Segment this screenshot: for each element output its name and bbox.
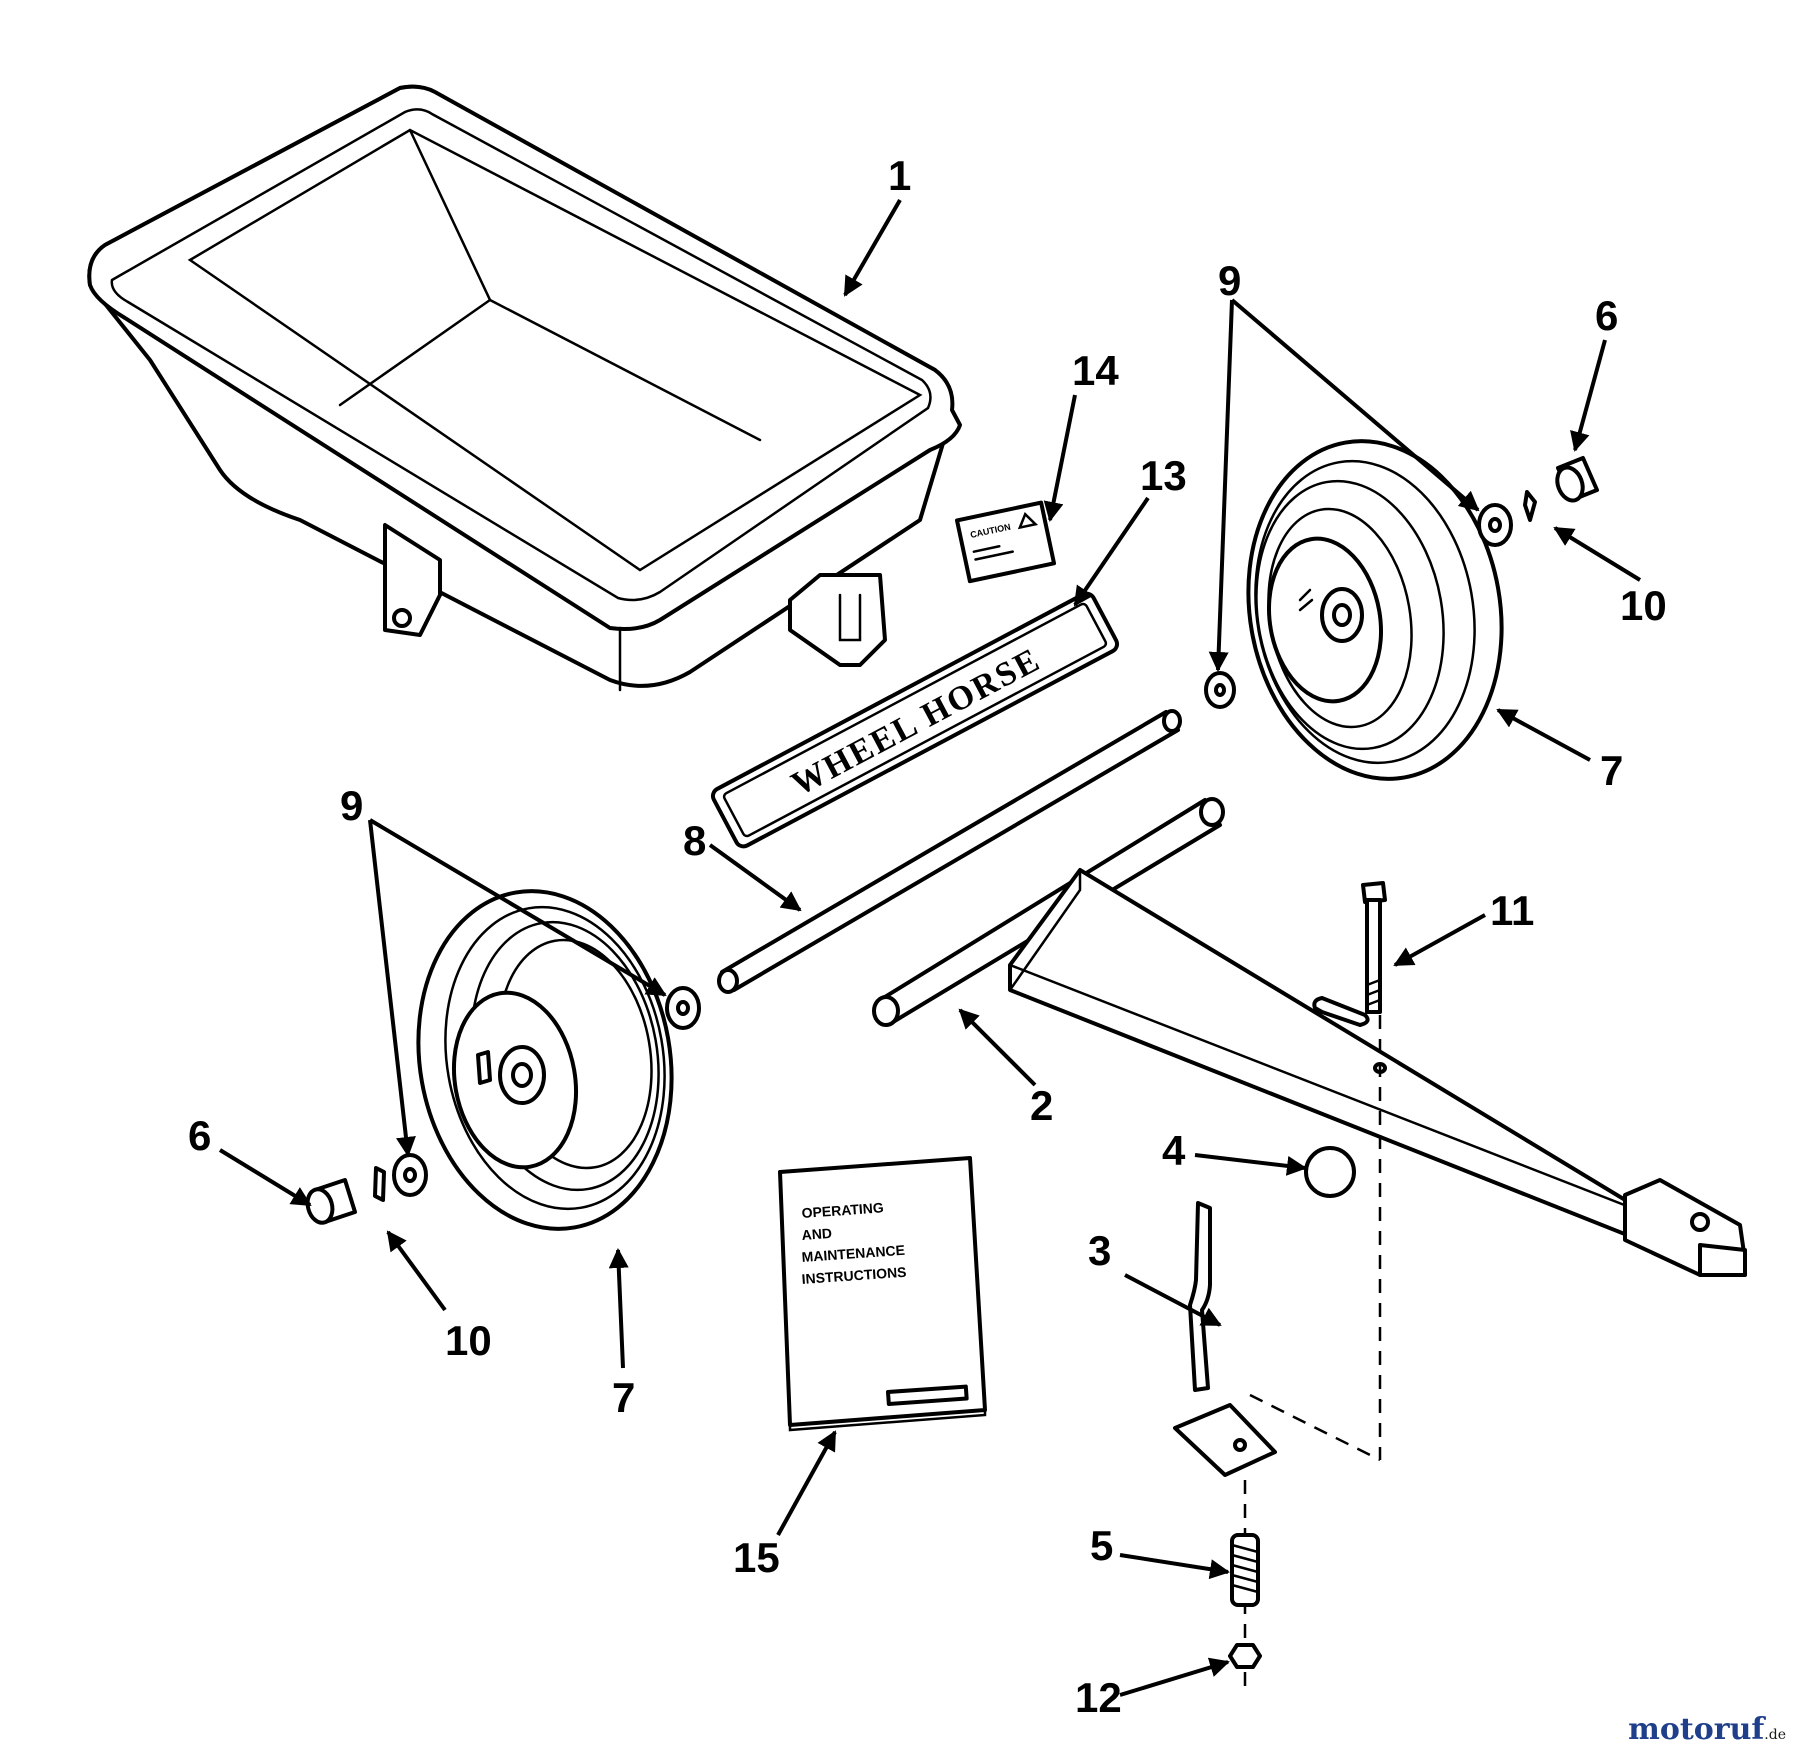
nut-part-12 xyxy=(1228,1643,1262,1669)
wheel-left-part-7 xyxy=(416,889,674,1231)
cotter-pin-left-part-10 xyxy=(373,1166,386,1202)
callout-4: 4 xyxy=(1162,1127,1186,1174)
bolt-part-11 xyxy=(1361,881,1387,1014)
cotter-pin-right-part-10 xyxy=(1523,490,1537,522)
manual-line-4: INSTRUCTIONS xyxy=(801,1264,907,1287)
callout-10-right: 10 xyxy=(1620,582,1667,629)
wheel-right-part-7 xyxy=(1246,439,1504,781)
callout-14: 14 xyxy=(1072,347,1119,394)
callout-1: 1 xyxy=(888,152,911,199)
decal-text: WHEEL HORSE xyxy=(786,641,1047,803)
manual-line-1: OPERATING xyxy=(801,1199,884,1221)
washer-left-inner-part-9 xyxy=(665,986,701,1030)
washer-right-outer-part-9 xyxy=(1477,503,1513,547)
callout-11: 11 xyxy=(1490,887,1534,934)
manual-part-15: OPERATING AND MAINTENANCE INSTRUCTIONS xyxy=(778,1156,987,1432)
callout-7-right: 7 xyxy=(1600,747,1623,794)
tongue-frame-part-2 xyxy=(872,797,1747,1277)
manual-line-2: AND xyxy=(801,1225,832,1243)
callout-2: 2 xyxy=(1030,1082,1053,1129)
cart-bed-part-1 xyxy=(87,84,962,692)
assembly-line-rod xyxy=(1249,1393,1381,1462)
callout-13: 13 xyxy=(1140,452,1187,499)
caution-label-part-14: CAUTION xyxy=(955,500,1057,584)
axle-part-8 xyxy=(717,709,1182,994)
hub-cap-left-part-6 xyxy=(305,1178,357,1225)
callout-6-left: 6 xyxy=(188,1112,211,1159)
watermark-brand: motoruf xyxy=(1628,1712,1765,1747)
hub-cap-right-part-6 xyxy=(1555,456,1599,503)
wheel-horse-decal-part-13: WHEEL HORSE xyxy=(710,591,1120,849)
manual-line-3: MAINTENANCE xyxy=(801,1242,905,1265)
callout-5: 5 xyxy=(1090,1522,1113,1569)
callout-labels: 1 14 13 9 6 10 7 8 9 11 2 6 4 3 10 7 15 … xyxy=(188,152,1667,1721)
spring-part-5 xyxy=(1230,1533,1260,1607)
watermark-logo: motoruf.de xyxy=(1628,1712,1786,1747)
callout-12: 12 xyxy=(1075,1674,1122,1721)
callout-15: 15 xyxy=(733,1534,780,1581)
washer-left-outer-part-9 xyxy=(392,1153,428,1197)
leader-lines xyxy=(218,198,1642,1697)
callout-6-right: 6 xyxy=(1595,292,1618,339)
latch-rod-part-3 xyxy=(1173,1201,1277,1477)
callout-9-right: 9 xyxy=(1218,257,1241,304)
watermark-suffix: .de xyxy=(1764,1727,1786,1743)
knob-part-4 xyxy=(1304,1146,1356,1198)
callout-9-left: 9 xyxy=(340,782,363,829)
callout-10-left: 10 xyxy=(445,1317,492,1364)
callout-8: 8 xyxy=(683,817,706,864)
callout-7-left: 7 xyxy=(612,1374,635,1421)
washer-right-inner-part-9 xyxy=(1204,671,1236,709)
callout-3: 3 xyxy=(1088,1227,1111,1274)
